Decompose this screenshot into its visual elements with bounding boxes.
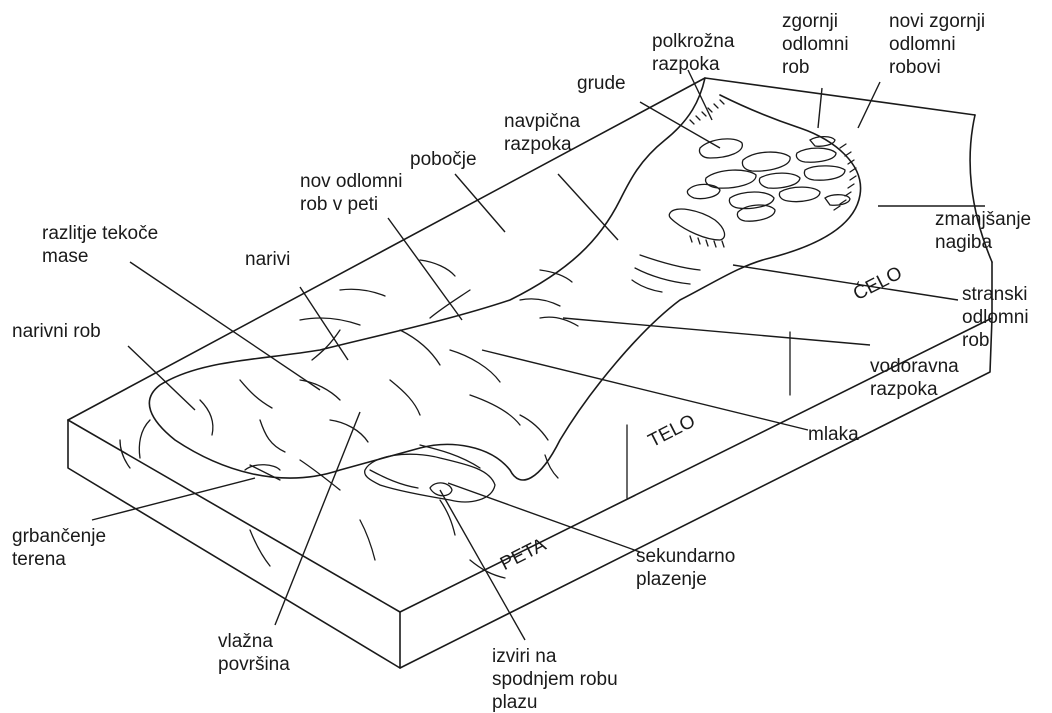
label-novi-zgornji-odlomni-robovi: novi zgornji odlomni robovi bbox=[889, 10, 985, 79]
label-pobocje: pobočje bbox=[410, 148, 477, 171]
label-narivi: narivi bbox=[245, 248, 290, 271]
label-polkrozna-razpoka: polkrožna razpoka bbox=[652, 30, 734, 76]
label-grude: grude bbox=[577, 72, 626, 95]
label-vodoravna-razpoka: vodoravna razpoka bbox=[870, 355, 959, 401]
label-narivni-rob: narivni rob bbox=[12, 320, 101, 343]
label-izviri-na-spodnjem-robu-plazu: izviri na spodnjem robu plazu bbox=[492, 645, 618, 713]
grude-blocks bbox=[669, 137, 850, 240]
cracks-and-ridges bbox=[120, 255, 700, 578]
label-zmanjsanje-nagiba: zmanjšanje nagiba bbox=[935, 208, 1031, 254]
label-navpicna-razpoka: navpična razpoka bbox=[504, 110, 580, 156]
label-vlazna-povrsina: vlažna površina bbox=[218, 630, 290, 676]
label-razlitje-tekoce-mase: razlitje tekoče mase bbox=[42, 222, 158, 268]
label-stranski-odlomni-rob: stranski odlomni rob bbox=[962, 283, 1029, 352]
label-sekundarno-plazenje: sekundarno plazenje bbox=[636, 545, 735, 591]
label-nov-odlomni-rob-v-peti: nov odlomni rob v peti bbox=[300, 170, 402, 216]
label-zgornji-odlomni-rob: zgornji odlomni rob bbox=[782, 10, 849, 79]
label-mlaka: mlaka bbox=[808, 423, 859, 446]
label-grbancenje-terena: grbančenje terena bbox=[12, 525, 106, 571]
